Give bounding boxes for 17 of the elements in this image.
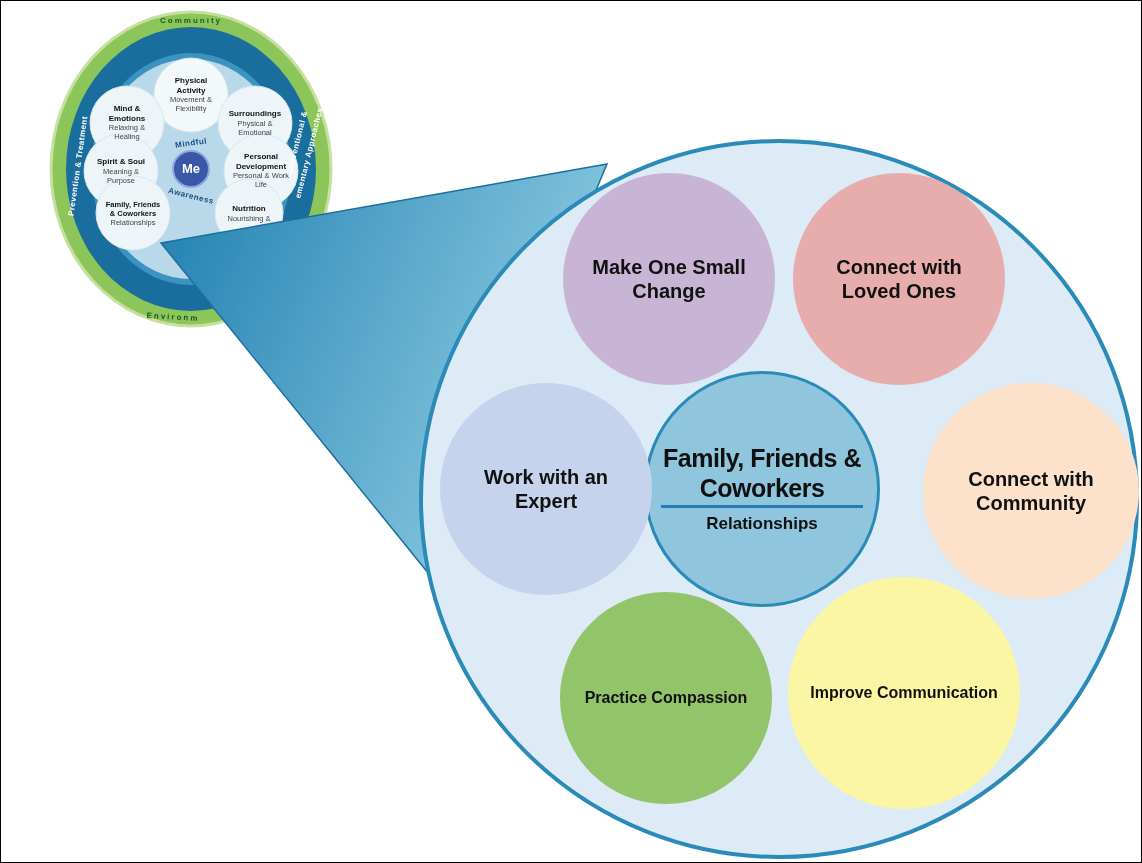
petal-heading: Mind & Emotions [107,104,147,124]
ring-label: Environm [146,311,200,323]
circle-label: Practice Compassion [584,688,748,708]
circle-label: Improve Communication [810,683,998,703]
circle-label: Work with an Expert [482,465,610,513]
petal-heading: Nutrition [232,203,266,214]
circle-label: Connect with Loved Ones [835,255,963,303]
petal-heading: Spirit & Soul [97,157,145,167]
circle-label: Family, Friends & Coworkers [661,443,863,509]
petal-heading: Physical Activity [173,76,209,96]
circle-label: Make One Small Change [591,255,747,303]
ring-label: Prevention & Treatment [66,115,90,217]
circle-label: Me [181,161,201,177]
ring-label: Community [160,15,222,25]
subtitle: Relationships [706,514,818,535]
petal-heading: Surroundings [228,109,282,119]
circle-label: Connect with Community [967,467,1095,515]
